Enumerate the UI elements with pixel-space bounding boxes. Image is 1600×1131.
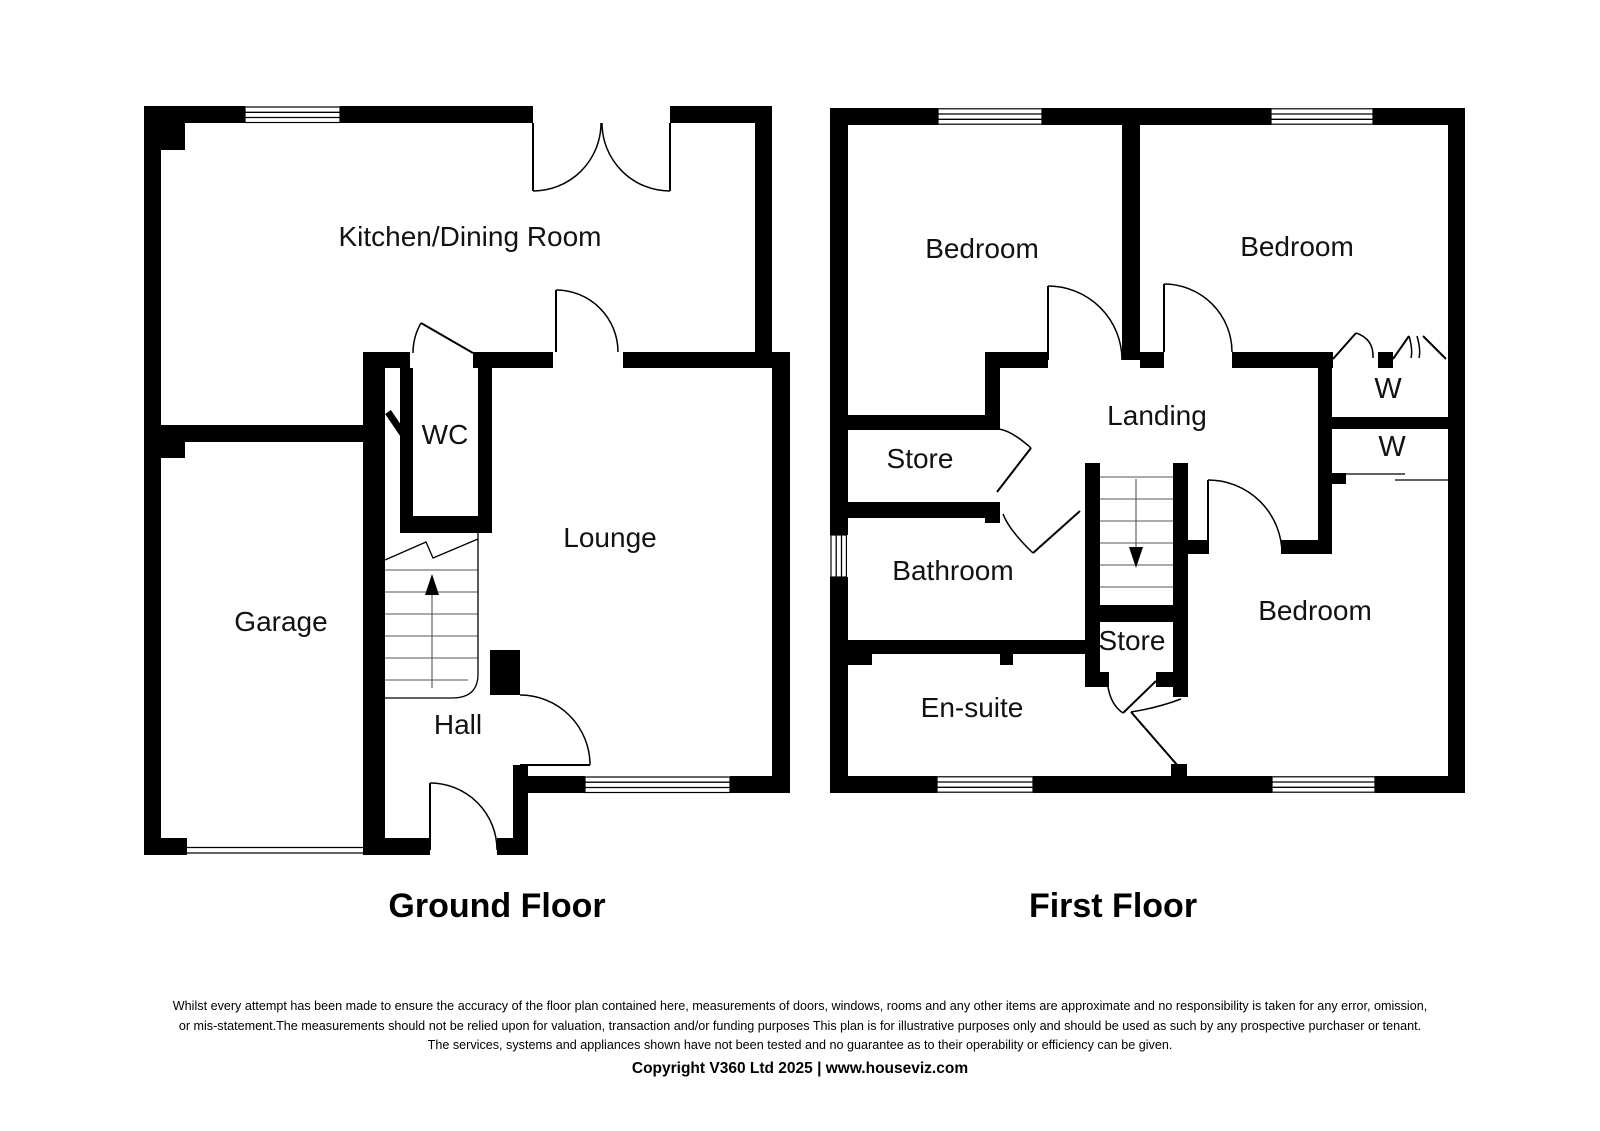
front-door [429,782,498,851]
french-doors [532,122,671,192]
first-floor-walls [830,108,1465,793]
room-label-hall: Hall [434,709,482,740]
window [830,534,847,578]
wc-door [412,322,474,354]
ground-floor-plan: Kitchen/Dining Room WC Lounge Garage Hal… [144,106,790,855]
first-floor-plan: Bedroom Bedroom Landing Store W W Bathro… [830,108,1465,793]
stairs-down [1100,476,1173,588]
disclaimer-line-3: The services, systems and appliances sho… [427,1038,1173,1052]
wardrobe-bifold-doors [1332,332,1447,360]
disclaimer-line-2: or mis-statement.The measurements should… [178,1018,1422,1033]
room-label-kitchen-dining: Kitchen/Dining Room [338,221,601,252]
first-floor-title: First Floor [1029,887,1197,925]
kitchen-lounge-door [555,289,619,353]
bathroom-door [1002,510,1081,554]
stairs-down-arrow-icon [1129,479,1143,568]
bedroom2-door [1163,283,1233,353]
window [1270,108,1374,125]
window [936,776,1034,793]
window [1271,776,1376,793]
window [937,108,1043,125]
first-floor-windows [830,108,1448,793]
store2-door [1107,680,1157,714]
room-label-wardrobe-2: W [1378,431,1406,463]
wardrobe-sliding-doors [1344,473,1448,481]
stairs-edge [385,533,479,699]
ground-floor-walls [144,106,790,855]
ensuite-door [1130,698,1182,767]
room-label-landing: Landing [1107,400,1207,431]
room-label-bedroom-3: Bedroom [1258,595,1372,626]
room-label-wardrobe-1: W [1374,373,1402,405]
ground-floor-doors [412,122,671,851]
room-label-bedroom-1: Bedroom [925,233,1039,264]
room-label-store-2: Store [1099,625,1166,656]
first-floor-doors [996,283,1447,767]
wc-chamfer-wall [385,410,406,436]
room-label-bedroom-2: Bedroom [1240,231,1354,262]
bedroom1-door [1047,285,1123,361]
room-label-lounge: Lounge [563,522,656,553]
stairs-up [384,533,479,699]
stairs-up-arrow-icon [425,574,439,688]
copyright-line: Copyright V360 Ltd 2025 | www.houseviz.c… [631,1059,969,1077]
room-label-ensuite: En-suite [921,692,1024,723]
room-label-garage: Garage [234,606,327,637]
garage-door [187,846,383,854]
bedroom3-door [1207,479,1283,555]
stairs-break-line [384,538,479,561]
ground-floor-title: Ground Floor [388,887,605,925]
room-label-wc: WC [422,419,469,450]
disclaimer-line-1: Whilst every attempt has been made to en… [172,999,1428,1013]
window [244,106,341,124]
window [584,776,731,794]
room-label-store-1: Store [887,443,954,474]
ground-floor-windows [187,106,731,854]
store1-door [996,428,1032,493]
hall-lounge-door [519,694,591,766]
footer: Whilst every attempt has been made to en… [0,997,1600,1078]
room-label-bathroom: Bathroom [892,555,1013,586]
